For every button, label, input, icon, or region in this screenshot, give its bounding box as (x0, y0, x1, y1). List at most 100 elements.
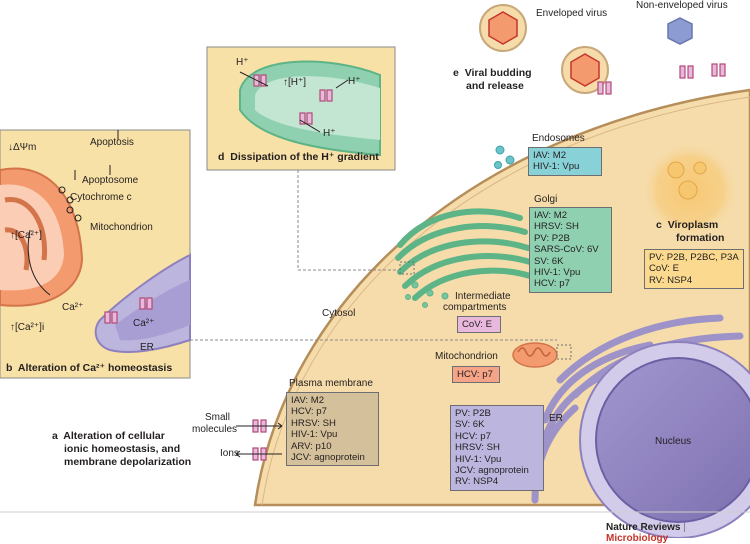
ion-arrows (235, 422, 283, 458)
section-a-text-2: ionic homeostasis, and (64, 443, 181, 455)
footer-journal: Nature Reviews (606, 522, 681, 533)
apoptosome-label: Apoptosome (82, 175, 139, 186)
mitochondrion-right (512, 342, 558, 368)
section-e-title: e Viral budding (453, 67, 532, 79)
plasma-membrane-label: Plasma membrane (289, 378, 373, 389)
viroplasm-body (678, 180, 698, 200)
ca-up-label: ↑[Ca²⁺] (10, 230, 42, 241)
mitochondrion-label-b: Mitochondrion (90, 222, 153, 233)
er-item: SV: 6K (455, 419, 485, 431)
section-b-text: Alteration of Ca²⁺ homeostasis (17, 362, 173, 374)
plasma-membrane-item: JCV: agnoprotein (291, 452, 365, 464)
section-d-letter: d (218, 151, 225, 163)
section-b-letter: b (6, 362, 13, 374)
plasma-membrane-item: ARV: p10 (291, 440, 332, 452)
intermediate-item: CoV: E (462, 319, 493, 330)
cytochrome-c-label: Cytochrome c (70, 192, 132, 203)
endosome-vesicles (494, 145, 515, 169)
section-a-text-1: Alteration of cellular (63, 430, 165, 442)
mitochondrion-box: HCV: p7 (452, 366, 500, 384)
golgi-stacks (395, 208, 533, 301)
h-plus-2: H⁺ (348, 76, 361, 87)
h-plus-3: H⁺ (323, 128, 336, 139)
golgi-item: PV: P2B (534, 232, 570, 244)
enveloped-virus-budding (561, 46, 609, 94)
section-d-title: d Dissipation of the H⁺ gradient (218, 151, 379, 163)
golgi-item: HIV-1: Vpu (534, 267, 581, 279)
molecules-label: molecules (192, 424, 238, 435)
section-c-title: c Viroplasm (656, 219, 718, 231)
viroplasm-body (693, 161, 707, 175)
ca-ion-label: Ca²⁺ (62, 302, 84, 313)
section-a-title: a Alteration of cellular (52, 430, 165, 442)
section-e-text-1: Viral budding (464, 67, 532, 79)
mitochondrion-item: HCV: p7 (457, 369, 493, 380)
er-box: PV: P2B SV: 6K HCV: p7 HRSV: SH HIV-1: V… (450, 405, 544, 491)
ca-ion-label-2: Ca²⁺ (133, 318, 155, 329)
viroplasm-body (667, 161, 685, 179)
endosomes-label: Endosomes (532, 133, 585, 144)
h-up-label: ↑[H⁺] (283, 77, 307, 88)
ca-i-label: ↑[Ca²⁺]i (10, 322, 45, 333)
delta-psi-label: ↓ΔΨm (8, 142, 37, 153)
compartments-label: compartments (443, 302, 507, 313)
er-item: HCV: p7 (455, 430, 491, 442)
enveloped-virus-free (479, 4, 527, 52)
section-e-letter: e (453, 67, 459, 79)
plasma-membrane-item: HRSV: SH (291, 417, 336, 429)
er-label-right: ER (549, 413, 563, 424)
section-d-text: Dissipation of the H⁺ gradient (230, 151, 379, 163)
endosomes-box: IAV: M2 HIV-1: Vpu (528, 147, 602, 176)
section-c-text-2: formation (676, 232, 725, 244)
section-c-text-1: Viroplasm (667, 219, 719, 231)
viroplasm-box: PV: P2B, P2BC, P3A CoV: E RV: NSP4 (644, 249, 744, 290)
section-e-text-2: and release (466, 80, 524, 92)
viroplasm-item: CoV: E (649, 263, 680, 275)
viroplasm-item: PV: P2B, P2BC, P3A (649, 252, 739, 263)
golgi-item: SARS-CoV: 6V (534, 244, 599, 256)
apoptosis-label: Apoptosis (90, 137, 134, 148)
golgi-item: HCV: p7 (534, 278, 570, 290)
er-item: HRSV: SH (455, 442, 500, 454)
ions-label: Ions (220, 448, 239, 459)
plasma-membrane-item: IAV: M2 (291, 395, 325, 406)
golgi-label: Golgi (534, 194, 558, 205)
intermediate-label: Intermediate (455, 291, 511, 302)
viroplasm-item: RV: NSP4 (649, 274, 693, 286)
enveloped-virus-label: Enveloped virus (536, 8, 608, 19)
golgi-box: IAV: M2 HRSV: SH PV: P2B SARS-CoV: 6V SV… (529, 207, 612, 293)
intermediate-dashed-box (399, 261, 415, 275)
footer-credit: Nature Reviews | Microbiology (606, 522, 750, 544)
nucleus-label: Nucleus (655, 436, 692, 447)
h-plus-1: H⁺ (236, 57, 249, 68)
section-b-title: b Alteration of Ca²⁺ homeostasis (6, 362, 172, 374)
cell-membrane-inner (261, 96, 750, 506)
plasma-membrane-box: IAV: M2 HCV: p7 HRSV: SH HIV-1: Vpu ARV:… (286, 392, 379, 467)
er-item: RV: NSP4 (455, 476, 499, 488)
mitochondrion-dashed-box (556, 344, 572, 360)
footer-section: Microbiology (606, 533, 669, 544)
non-enveloped-virus (667, 17, 693, 45)
small-label: Small (205, 412, 231, 423)
section-a-letter: a (52, 430, 58, 442)
plasma-membrane-item: HCV: p7 (291, 406, 327, 418)
endosomes-item: HIV-1: Vpu (533, 161, 580, 173)
footer-separator: | (680, 522, 686, 533)
nucleus-core (595, 357, 750, 523)
er-item: JCV: agnoprotein (455, 465, 529, 477)
leader-lines (190, 165, 557, 341)
er-item: HIV-1: Vpu (455, 453, 502, 465)
er-item: PV: P2B (455, 408, 491, 419)
golgi-item: SV: 6K (534, 255, 564, 267)
intermediate-box: CoV: E (457, 316, 501, 334)
cytosol-label: Cytosol (322, 308, 356, 319)
golgi-item: IAV: M2 (534, 210, 568, 221)
plasma-membrane-item: HIV-1: Vpu (291, 429, 338, 441)
er-label-b: ER (140, 342, 154, 353)
section-c-letter: c (656, 219, 662, 231)
endosomes-item: IAV: M2 (533, 150, 567, 161)
mitochondrion-label-right: Mitochondrion (435, 351, 498, 362)
non-enveloped-virus-label: Non-enveloped virus (636, 0, 728, 11)
section-a-text-3: membrane depolarization (64, 456, 192, 468)
